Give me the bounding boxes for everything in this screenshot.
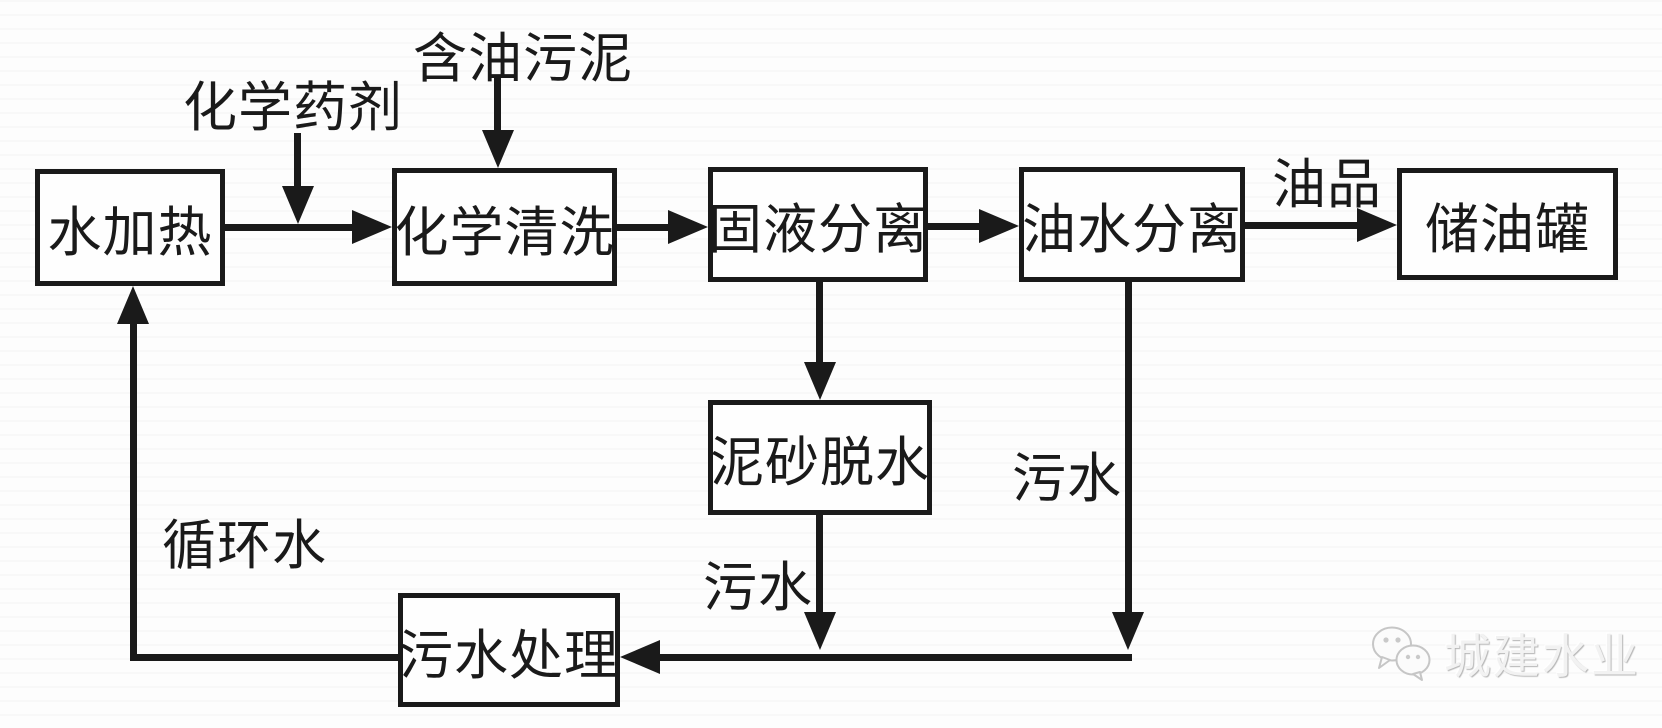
edge-solidliquid-dewatering-arrowhead-icon (804, 362, 836, 400)
edge-chemicalagent-line (294, 133, 301, 191)
edge-dewatering-sewage-arrowhead-icon (804, 612, 836, 650)
edge-chemicalagent-arrowhead-icon (282, 186, 314, 224)
edge-solidliquid-dewatering-line (816, 282, 823, 366)
edge-oilwater-storagetank-line (1245, 222, 1361, 229)
edge-solidliquid-oilwater-line (928, 223, 983, 230)
edge-dewatering-sewage-line (816, 515, 823, 615)
node-chemical-cleaning: 化学清洗 (392, 168, 617, 286)
label-sewage-left: 污水 (703, 558, 813, 618)
edge-circulatingwater-hline (130, 654, 398, 661)
wechat-icon (1372, 626, 1431, 681)
edge-chemcleaning-solidliquid-arrowhead-icon (668, 210, 708, 244)
label-circulating-water: 循环水 (162, 516, 327, 576)
edge-collector-sewagetreatment-arrowhead-icon (620, 640, 660, 674)
edge-oilwater-storagetank-arrowhead-icon (1357, 208, 1397, 242)
edge-solidliquid-oilwater-arrowhead-icon (979, 209, 1019, 243)
edge-circulatingwater-arrowhead-icon (117, 286, 149, 324)
label-oily-sludge: 含油污泥 (413, 29, 633, 89)
node-oil-storage-tank: 储油罐 (1397, 168, 1618, 280)
label-chemical-agent: 化学药剂 (183, 78, 403, 138)
edge-collector-sewagetreatment-line (648, 654, 1132, 661)
node-water-heating: 水加热 (35, 169, 225, 286)
edge-circulatingwater-vline (130, 320, 137, 661)
node-solid-liquid-separation: 固液分离 (708, 167, 928, 282)
edge-oilwater-sewage-arrowhead-icon (1112, 612, 1144, 650)
edge-chemcleaning-solidliquid-line (617, 224, 672, 231)
edge-oilysludge-arrowhead-icon (482, 130, 514, 168)
node-sediment-dewatering: 泥砂脱水 (708, 400, 932, 515)
label-sewage-right: 污水 (1012, 449, 1122, 509)
watermark: 城建水业 (1368, 618, 1640, 687)
edge-oilysludge-line (494, 78, 501, 134)
edge-oilwater-sewage-line (1125, 282, 1132, 614)
watermark-text: 城建水业 (1444, 630, 1640, 683)
node-sewage-treatment: 污水处理 (398, 593, 620, 707)
node-oil-water-separation: 油水分离 (1019, 167, 1245, 282)
label-oil-product: 油品 (1272, 155, 1382, 215)
edge-waterheating-chemcleaning-arrowhead-icon (352, 210, 392, 244)
edge-waterheating-chemcleaning-line (225, 224, 352, 231)
